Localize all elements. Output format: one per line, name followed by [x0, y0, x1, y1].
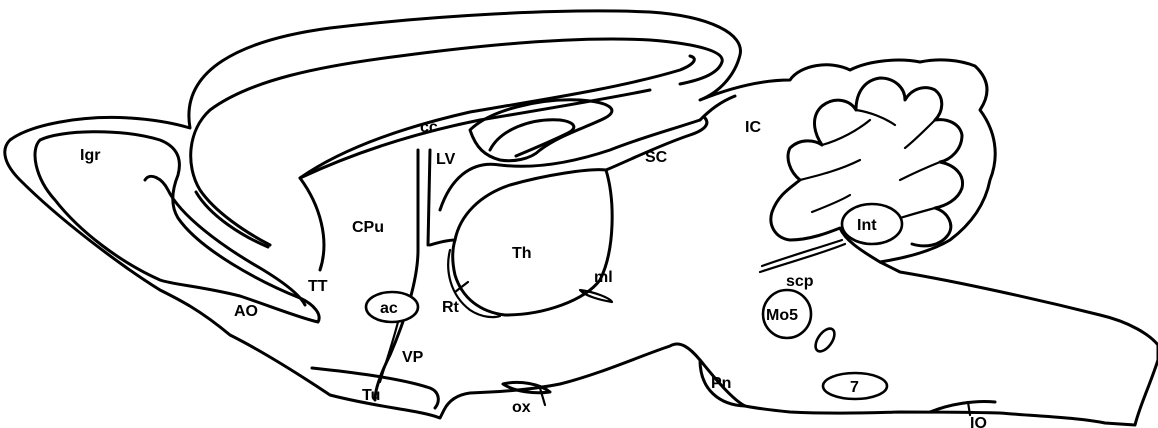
label-lv: LV: [436, 151, 456, 168]
label-tt: TT: [308, 278, 328, 295]
label-th: Th: [512, 245, 532, 262]
lateral-ventricle-line-1: [428, 150, 430, 245]
label-ml: ml: [594, 269, 613, 286]
cortex-outer-sweep: [191, 39, 723, 245]
thalamus-outline: [453, 170, 612, 315]
cerebellum-inner-7: [900, 208, 935, 218]
small-oval-nucleus: [812, 325, 838, 354]
hippocampus-inner: [490, 120, 574, 156]
label-7: 7: [850, 379, 859, 396]
label-cpu: CPu: [352, 219, 384, 236]
label-ac: ac: [380, 300, 398, 317]
label-igr: Igr: [80, 147, 100, 164]
cerebellum-inner-4: [856, 110, 895, 125]
label-scp: scp: [786, 273, 814, 290]
cerebellum-inner-1: [812, 195, 850, 212]
label-vp: VP: [402, 349, 424, 366]
olfactory-glomerular: [145, 176, 305, 305]
ventral-pallidum-line: [380, 322, 398, 382]
label-int: Int: [857, 217, 877, 234]
label-sc: SC: [645, 149, 668, 166]
inferior-colliculus-boundary: [700, 96, 735, 120]
inferior-olive: [930, 401, 995, 412]
cerebellum-inner-2: [800, 160, 860, 180]
medial-lemniscus: [580, 290, 612, 302]
cerebellum-inner-6: [900, 162, 940, 180]
label-cc: cc: [420, 119, 438, 136]
label-io: IO: [970, 415, 987, 428]
label-pn: Pn: [711, 375, 731, 392]
label-ao: AO: [234, 303, 258, 320]
superior-cerebellar-peduncle-2: [762, 240, 842, 266]
superior-cerebellar-peduncle: [760, 244, 845, 272]
lateral-ventricle-line-2: [430, 240, 455, 245]
label-mo5: Mo5: [766, 307, 798, 324]
cerebellum-inner-3: [822, 120, 870, 145]
olfactory-bulb-inner: [35, 132, 319, 322]
label-ox: ox: [512, 399, 531, 416]
cerebellum-inner-5: [905, 120, 935, 148]
cortex-lamina: [300, 56, 694, 270]
label-tu: Tu: [362, 387, 380, 404]
optic-chiasm-pointer: [540, 388, 545, 405]
label-rt: Rt: [442, 299, 460, 316]
label-ic: IC: [745, 119, 761, 136]
